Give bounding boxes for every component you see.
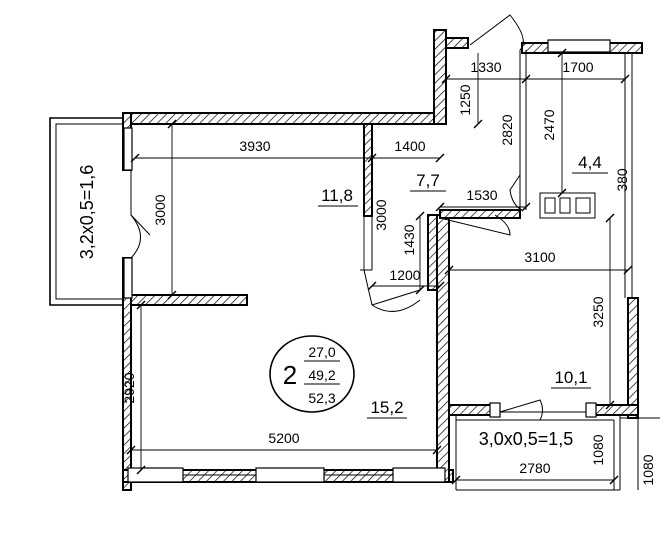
partition-hall-low: [427, 214, 438, 291]
kitchen-area: 10,1: [554, 368, 587, 387]
window-bottom-center: [255, 467, 325, 483]
dim-1400: 1400: [394, 138, 425, 154]
window-bottom-right: [392, 467, 446, 483]
wall-room2-right: [436, 214, 450, 483]
dim-3100: 3100: [524, 249, 555, 265]
hall-area: 7,7: [416, 171, 440, 190]
dim-3000-left: 3000: [152, 194, 168, 225]
bath-area: 4,4: [578, 153, 602, 172]
bath-fixtures: [539, 192, 596, 219]
dim-5200: 5200: [268, 430, 299, 446]
window-kitchen-bottom-b: [585, 402, 597, 418]
dim-1330: 1330: [470, 59, 501, 75]
walls: [122, 29, 643, 491]
window-left-top: [123, 127, 133, 171]
wall-top-room1: [129, 112, 446, 125]
room-areas: 11,8 7,7 4,4 15,2 10,1: [318, 153, 608, 419]
rooms-count: 2: [283, 360, 297, 390]
dim-3250: 3250: [590, 296, 606, 327]
wall-room1-room2: [130, 294, 248, 306]
dim-1530: 1530: [466, 187, 497, 203]
window-left-bottom: [127, 467, 184, 483]
left-balcony-label: 3,2x0,5=1,6: [77, 165, 97, 260]
wall-kitchen-right: [627, 297, 639, 419]
left-balcony: 3,2x0,5=1,6: [49, 117, 126, 306]
window-kitchen-bottom: [489, 402, 501, 418]
dim-380: 380: [614, 168, 630, 192]
room-1-area: 11,8: [321, 186, 353, 205]
wall-riser-cap: [445, 37, 469, 49]
total-area: 49,2: [308, 367, 335, 383]
dim-3930: 3930: [239, 138, 270, 154]
dim-1250: 1250: [457, 84, 473, 115]
dim-1430: 1430: [401, 224, 417, 255]
window-left-mid: [123, 257, 133, 299]
dim-2920: 2920: [121, 372, 137, 403]
summary-outline: [269, 335, 355, 413]
living-area: 27,0: [308, 344, 335, 360]
window-top-right: [547, 39, 611, 53]
dim-1200: 1200: [389, 267, 420, 283]
dim-1700: 1700: [562, 59, 593, 75]
right-balcony-label: 3,0x0,5=1,5: [479, 429, 574, 449]
dim-1080-b: 1080: [640, 454, 656, 485]
dim-3000-right: 3000: [373, 199, 389, 230]
apartment-summary: 2 27,0 49,2 52,3: [269, 335, 355, 413]
area-with-balcony: 52,3: [308, 390, 335, 406]
bath-fixture-sink: [539, 192, 596, 219]
partition-room1-hall: [363, 123, 373, 217]
dim-1080-a: 1080: [590, 434, 606, 465]
dim-2470: 2470: [541, 109, 557, 140]
room-2-area: 15,2: [370, 398, 403, 417]
dim-2780: 2780: [519, 460, 550, 476]
windows: [123, 39, 611, 483]
dimension-labels: 3930 1400 3000 3000 1430 1200 1530 1330 …: [121, 59, 656, 486]
dimension-lines: [126, 48, 633, 485]
dim-2820: 2820: [499, 114, 515, 145]
wall-riser: [433, 29, 447, 125]
wall-bath-kitchen: [439, 209, 521, 219]
